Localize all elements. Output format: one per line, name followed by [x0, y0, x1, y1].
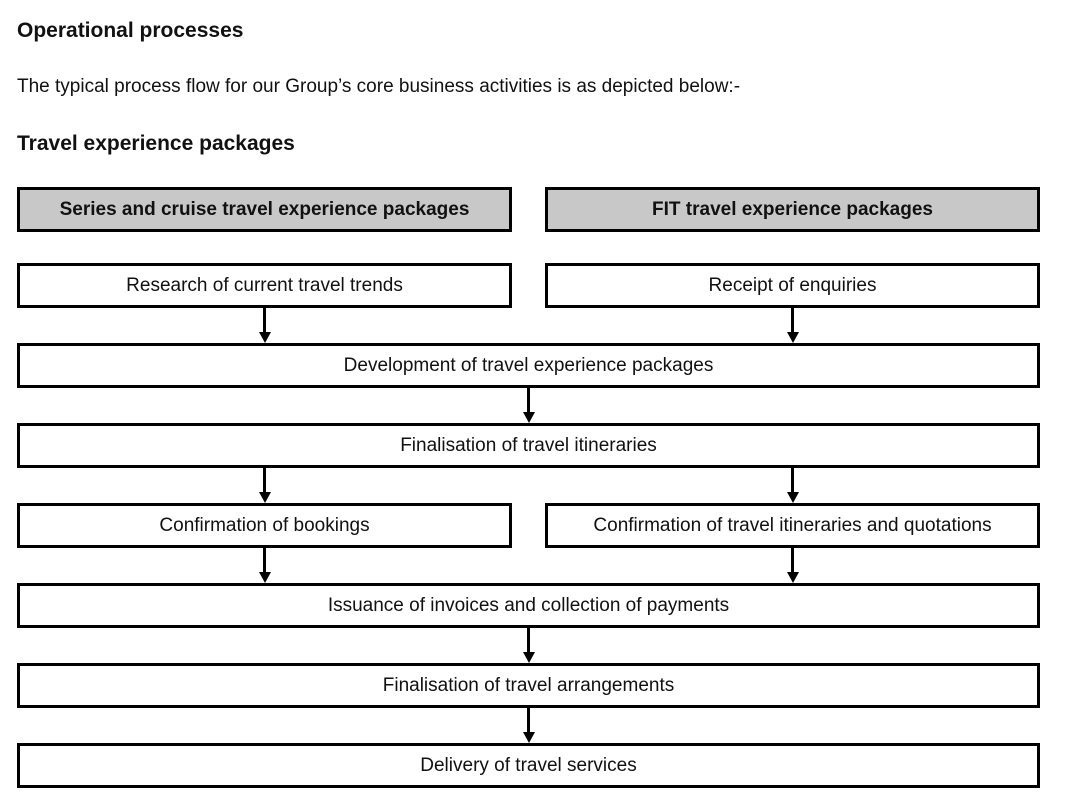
- process-flowchart: Series and cruise travel experience pack…: [17, 187, 1040, 788]
- box-finalisation-itineraries: Finalisation of travel itineraries: [17, 423, 1040, 468]
- flow-step-row: Research of current travel trends Receip…: [17, 263, 1040, 308]
- section-subheading: Travel experience packages: [17, 132, 295, 155]
- connector-row: [17, 548, 1040, 583]
- down-arrow-icon: [791, 468, 794, 492]
- down-arrow-icon: [527, 628, 530, 652]
- down-arrow-icon: [527, 708, 530, 732]
- down-arrow-icon: [527, 388, 530, 412]
- box-series-cruise-header: Series and cruise travel experience pack…: [17, 187, 512, 232]
- box-issuance-invoices-payments: Issuance of invoices and collection of p…: [17, 583, 1040, 628]
- connector-slot: [545, 308, 1040, 343]
- box-receipt-of-enquiries: Receipt of enquiries: [545, 263, 1040, 308]
- down-arrow-icon: [263, 468, 266, 492]
- down-arrow-icon: [791, 308, 794, 332]
- box-finalisation-arrangements: Finalisation of travel arrangements: [17, 663, 1040, 708]
- box-confirmation-itineraries-quotations: Confirmation of travel itineraries and q…: [545, 503, 1040, 548]
- connector-slot: [17, 308, 512, 343]
- box-delivery-travel-services: Delivery of travel services: [17, 743, 1040, 788]
- connector-row: [17, 628, 1040, 663]
- connector-slot: [17, 548, 512, 583]
- down-arrow-icon: [263, 548, 266, 572]
- connector-row: [17, 388, 1040, 423]
- flow-gap: [17, 232, 1040, 263]
- down-arrow-icon: [791, 548, 794, 572]
- connector-slot: [17, 468, 512, 503]
- box-research-travel-trends: Research of current travel trends: [17, 263, 512, 308]
- down-arrow-icon: [263, 308, 266, 332]
- box-confirmation-bookings: Confirmation of bookings: [17, 503, 512, 548]
- flow-step-row: Confirmation of bookings Confirmation of…: [17, 503, 1040, 548]
- connector-slot: [545, 468, 1040, 503]
- flow-header-row: Series and cruise travel experience pack…: [17, 187, 1040, 232]
- box-fit-header: FIT travel experience packages: [545, 187, 1040, 232]
- connector-row: [17, 308, 1040, 343]
- connector-row: [17, 708, 1040, 743]
- connector-slot: [545, 548, 1040, 583]
- page-title: Operational processes: [17, 19, 244, 42]
- connector-row: [17, 468, 1040, 503]
- intro-text: The typical process flow for our Group’s…: [17, 76, 741, 97]
- box-development-packages: Development of travel experience package…: [17, 343, 1040, 388]
